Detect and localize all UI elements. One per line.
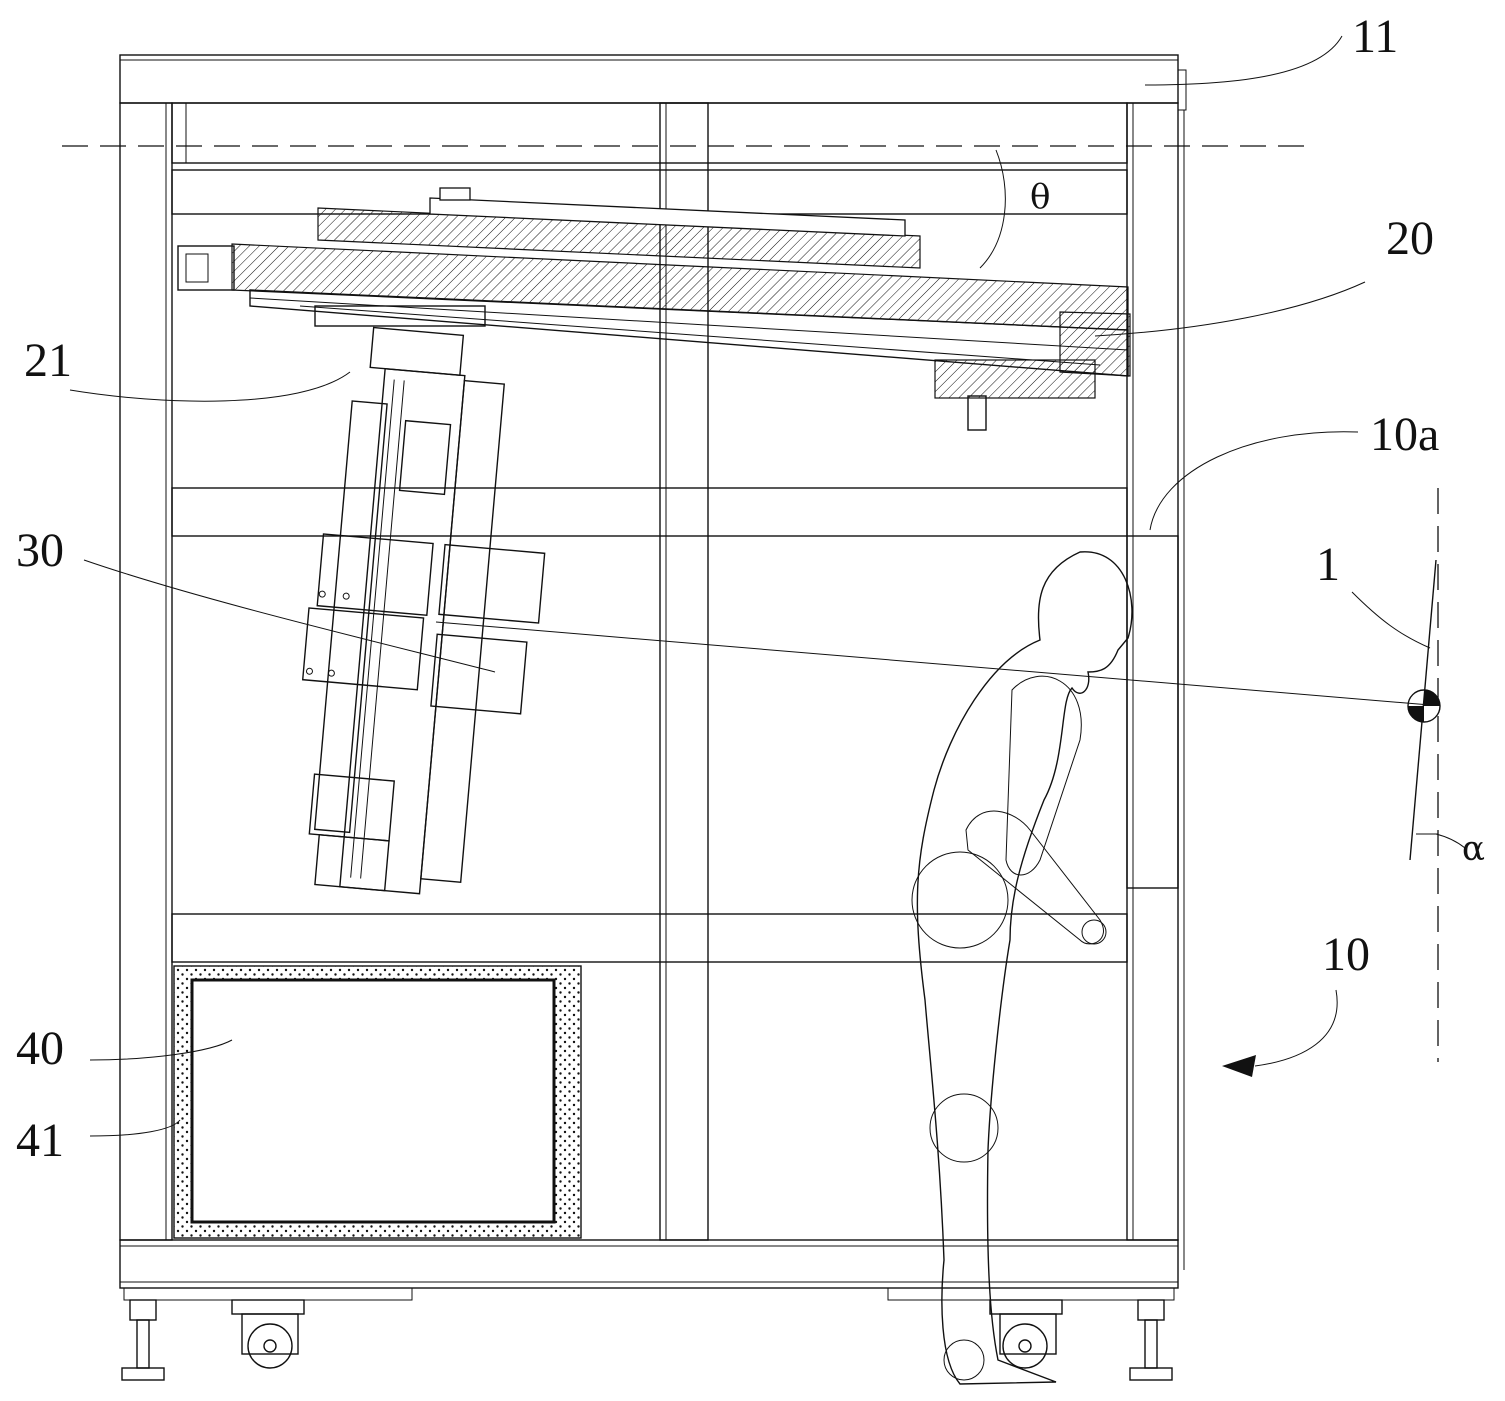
label-10: 10 [1322,928,1370,981]
direction-arrow-head [1222,1055,1256,1077]
label-theta: θ [1030,177,1050,217]
leveling-foot-right [1129,1299,1173,1381]
label-11: 11 [1352,10,1398,63]
label-21: 21 [24,334,72,387]
label-alpha: α [1462,829,1485,869]
manipulator-assembly [301,326,546,895]
label-40: 40 [16,1022,64,1075]
label-30: 30 [16,524,64,577]
leader-lines [69,35,1466,1137]
cabinet-frame [119,54,1187,1301]
label-20: 20 [1386,212,1434,265]
caster-left [231,1299,305,1369]
label-41: 41 [16,1114,64,1167]
sight-line [435,621,1431,706]
gantry-assembly [177,187,1131,431]
storage-box [173,965,582,1239]
caster-right [989,1299,1063,1369]
viewer-eye-marker [1407,689,1441,723]
leveling-foot-left [121,1299,165,1381]
label-10a: 10a [1370,408,1439,461]
label-1: 1 [1316,538,1340,591]
human-figure-outline [911,551,1133,1385]
